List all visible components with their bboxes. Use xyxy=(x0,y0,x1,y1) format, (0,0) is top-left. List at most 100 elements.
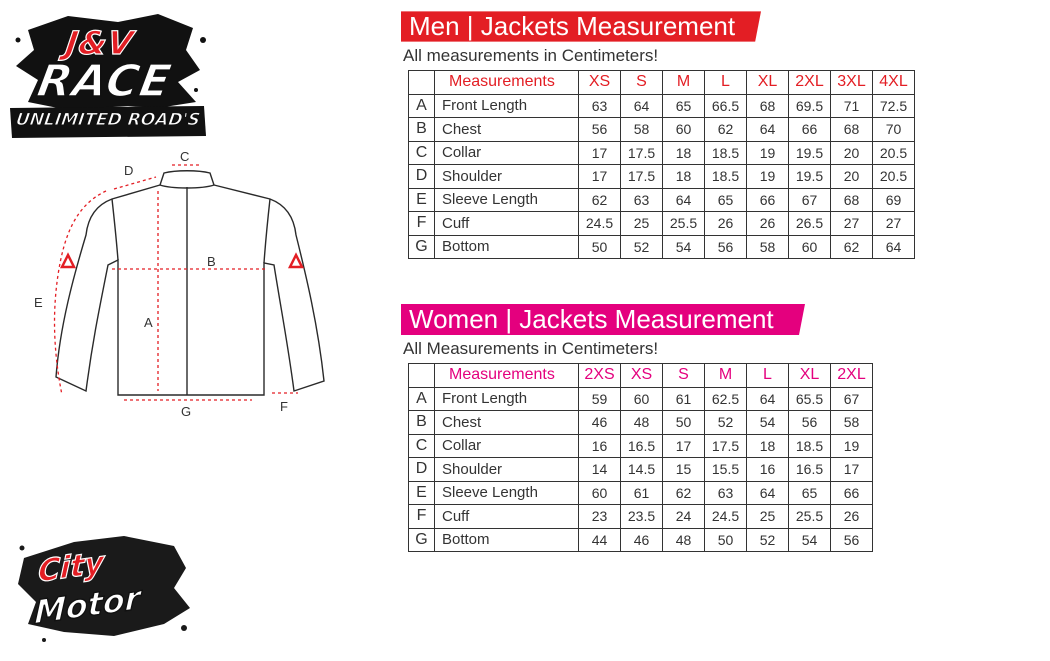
measurement-value: 64 xyxy=(746,480,789,505)
measurement-value: 66 xyxy=(788,117,831,142)
men-size-header: XS xyxy=(578,70,621,95)
measurement-name: Cuff xyxy=(434,504,579,529)
row-letter: E xyxy=(408,187,435,212)
measurement-value: 64 xyxy=(746,386,789,411)
measurement-value: 63 xyxy=(578,93,621,118)
measurement-value: 52 xyxy=(620,234,663,259)
measurement-value: 16.5 xyxy=(788,457,831,482)
measurement-value: 54 xyxy=(746,410,789,435)
diagram-label-a: A xyxy=(144,315,153,330)
women-size-header: XL xyxy=(788,363,831,388)
measurement-name: Sleeve Length xyxy=(434,187,579,212)
measurement-name: Shoulder xyxy=(434,164,579,189)
measurement-name: Front Length xyxy=(434,93,579,118)
banner-ribbon xyxy=(401,304,805,335)
jacket-diagram: A B C D E F G xyxy=(34,149,325,419)
measurement-value: 20.5 xyxy=(872,164,915,189)
measurement-value: 56 xyxy=(830,527,873,552)
row-letter: C xyxy=(408,433,435,458)
measurement-name: Shoulder xyxy=(434,457,579,482)
diagram-label-c: C xyxy=(180,149,189,164)
row-letter: G xyxy=(408,234,435,259)
measurement-value: 27 xyxy=(830,211,873,236)
measurement-name: Chest xyxy=(434,410,579,435)
measurement-name: Chest xyxy=(434,117,579,142)
measurement-value: 16 xyxy=(746,457,789,482)
measurement-value: 66 xyxy=(746,187,789,212)
men-size-header: M xyxy=(662,70,705,95)
measurement-value: 19 xyxy=(746,140,789,165)
measurement-name: Bottom xyxy=(434,234,579,259)
measurement-value: 54 xyxy=(788,527,831,552)
measurement-value: 58 xyxy=(746,234,789,259)
measurement-value: 64 xyxy=(662,187,705,212)
women-size-header: M xyxy=(704,363,747,388)
men-size-header: 2XL xyxy=(788,70,831,95)
row-letter: E xyxy=(408,480,435,505)
measurement-value: 48 xyxy=(620,410,663,435)
measurement-value: 25 xyxy=(620,211,663,236)
diagram-label-e: E xyxy=(34,295,43,310)
measurement-value: 25.5 xyxy=(788,504,831,529)
logo-text-race: RACE xyxy=(33,55,176,108)
measurement-value: 60 xyxy=(620,386,663,411)
women-title: Women | Jackets Measurement xyxy=(409,304,774,334)
jacket-outline xyxy=(55,170,325,396)
measurement-value: 62 xyxy=(830,234,873,259)
measurement-value: 56 xyxy=(578,117,621,142)
measurement-value: 61 xyxy=(662,386,705,411)
measurement-value: 24.5 xyxy=(578,211,621,236)
banner-ribbon xyxy=(401,11,761,42)
women-section: Women | Jackets Measurement All Measurem… xyxy=(401,304,873,552)
city-motor-logo: City Motor xyxy=(14,528,194,648)
women-header-corner xyxy=(408,363,435,388)
measurement-value: 23.5 xyxy=(620,504,663,529)
measurement-value: 61 xyxy=(620,480,663,505)
measurement-value: 58 xyxy=(830,410,873,435)
measurement-value: 60 xyxy=(788,234,831,259)
row-letter: F xyxy=(408,211,435,236)
measurement-value: 27 xyxy=(872,211,915,236)
measurement-value: 17.5 xyxy=(620,164,663,189)
men-size-header: 3XL xyxy=(830,70,873,95)
row-letter: A xyxy=(408,93,435,118)
diagram-label-b: B xyxy=(207,254,216,269)
measurement-value: 17 xyxy=(830,457,873,482)
measurement-value: 17 xyxy=(578,164,621,189)
measurement-value: 19 xyxy=(830,433,873,458)
ink-splatter-icon xyxy=(18,536,190,642)
women-size-header: XS xyxy=(620,363,663,388)
women-title-banner: Women | Jackets Measurement xyxy=(401,304,873,335)
dimension-shoulder xyxy=(113,176,157,190)
measurement-name: Sleeve Length xyxy=(434,480,579,505)
measurement-name: Collar xyxy=(434,433,579,458)
men-title-banner: Men | Jackets Measurement xyxy=(401,11,915,42)
measurement-value: 44 xyxy=(578,527,621,552)
measurement-value: 64 xyxy=(872,234,915,259)
measurement-value: 65.5 xyxy=(788,386,831,411)
measurement-value: 20.5 xyxy=(872,140,915,165)
measurement-value: 65 xyxy=(704,187,747,212)
men-title: Men | Jackets Measurement xyxy=(409,11,736,41)
women-size-header: L xyxy=(746,363,789,388)
measurement-value: 18 xyxy=(746,433,789,458)
diagram-label-f: F xyxy=(280,399,288,414)
row-letter: C xyxy=(408,140,435,165)
row-letter: D xyxy=(408,164,435,189)
measurement-value: 68 xyxy=(830,187,873,212)
dimension-sleeve xyxy=(53,190,107,396)
men-size-header: L xyxy=(704,70,747,95)
